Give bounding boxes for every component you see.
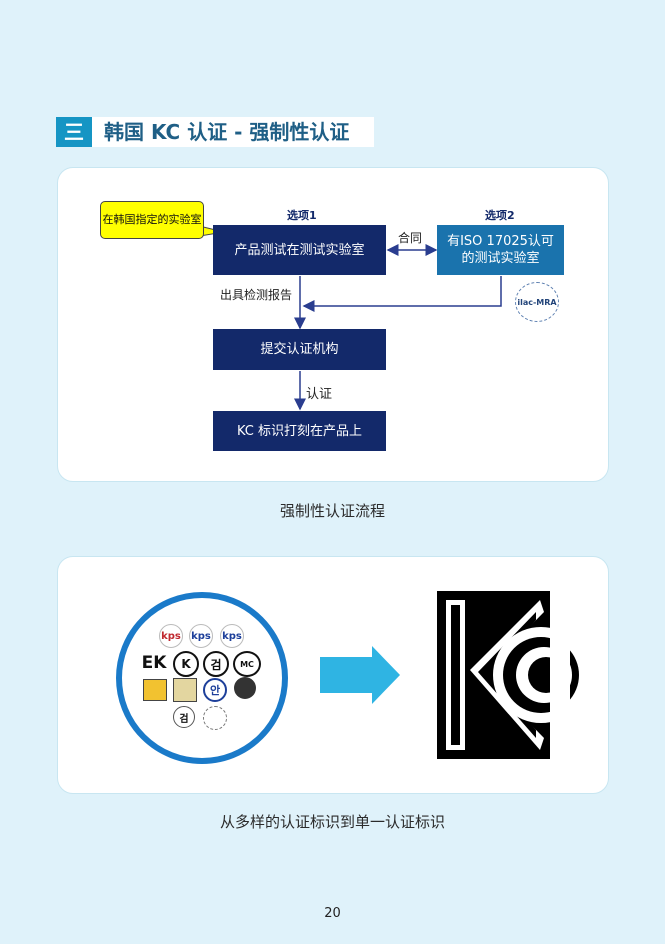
safety-mark-yellow xyxy=(143,679,167,701)
kps-mark-1: kps xyxy=(159,624,183,648)
box-submit-cert: 提交认证机构 xyxy=(213,329,386,370)
geom-round-mark: 검 xyxy=(173,706,195,728)
ilac-mra-logo: ilac-MRA xyxy=(515,282,559,322)
section-title: 韩国 KC 认证 - 强制性认证 xyxy=(104,120,350,144)
kps-mark-2: kps xyxy=(189,624,213,648)
old-marks-circle xyxy=(116,592,288,764)
geom-mark: 검 xyxy=(203,651,229,677)
caption-flow: 强制性认证流程 xyxy=(279,502,385,520)
ek-mark: EK xyxy=(141,653,167,673)
box-product-test: 产品测试在测试实验室 xyxy=(213,225,386,275)
box-kc-mark: KC 标识打刻在产品上 xyxy=(213,411,386,451)
caption-marks: 从多样的认证标识到单一认证标识 xyxy=(219,813,445,831)
option2-label: 选项2 xyxy=(485,209,515,222)
kps-mark-3: kps xyxy=(220,624,244,648)
callout-designated-lab: 在韩国指定的实验室 xyxy=(100,201,204,239)
eye-mark xyxy=(173,678,197,702)
page-number: 20 xyxy=(324,906,341,921)
mic-mark: MC xyxy=(233,651,261,677)
leaf-mark xyxy=(234,677,256,699)
section-number: 三 xyxy=(56,117,92,147)
contract-label: 合同 xyxy=(398,231,423,245)
ilac-mra-text: ilac-MRA xyxy=(517,297,557,307)
box-iso-lab: 有ISO 17025认可的测试实验室 xyxy=(437,225,564,275)
seal-mark xyxy=(203,706,227,730)
option1-label: 选项1 xyxy=(287,209,317,222)
section-heading: 三 韩国 KC 认证 - 强制性认证 xyxy=(56,117,374,147)
report-label: 出具检测报告 xyxy=(220,288,293,302)
k-mark: K xyxy=(173,651,199,677)
an-mark: 안 xyxy=(203,678,227,702)
certify-label: 认证 xyxy=(306,387,333,402)
